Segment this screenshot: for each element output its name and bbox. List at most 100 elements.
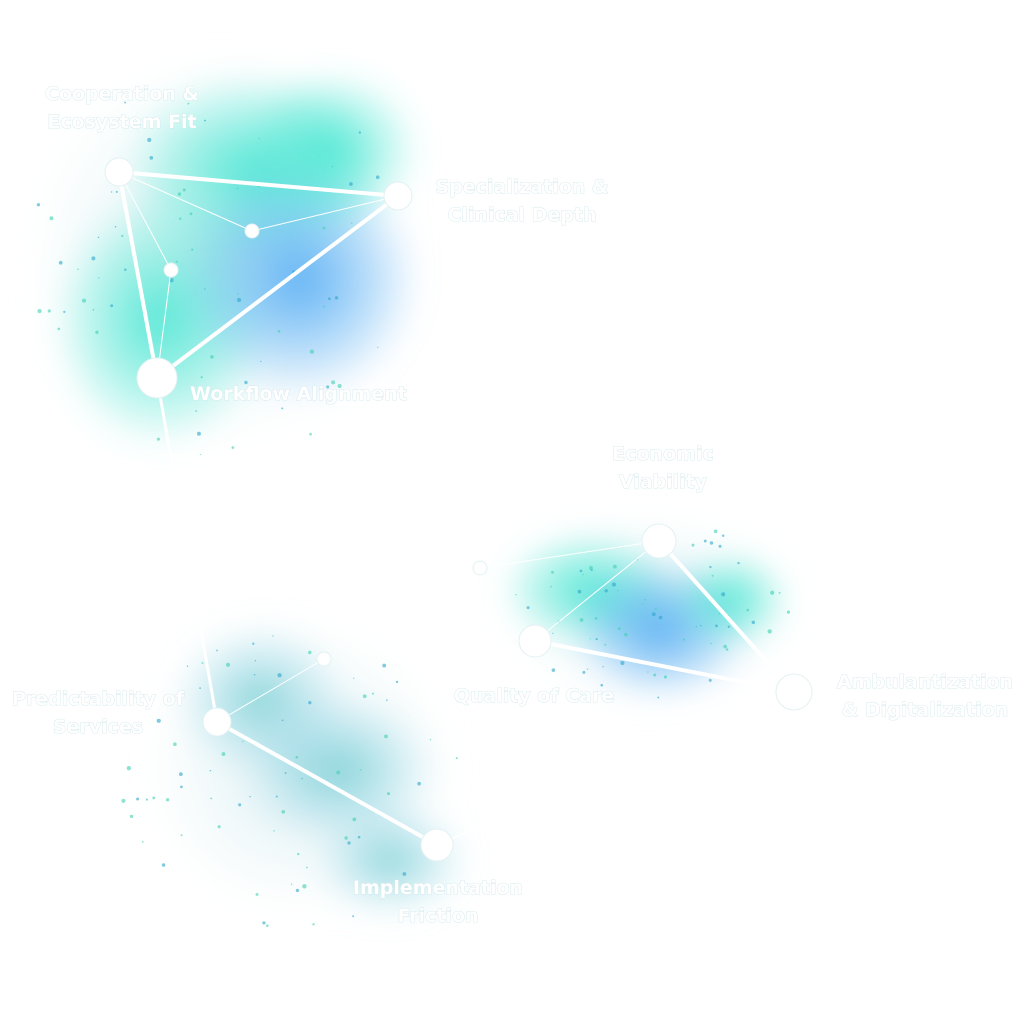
edge (155, 376, 219, 724)
star (161, 863, 166, 867)
star (91, 256, 96, 261)
star (351, 222, 353, 225)
node[interactable] (641, 523, 677, 559)
label-workflow: Workflow Alignment (190, 383, 407, 405)
star (344, 836, 348, 840)
star (275, 795, 278, 798)
star (201, 661, 204, 664)
node[interactable] (136, 357, 178, 399)
star (95, 330, 99, 334)
star (189, 212, 193, 216)
node[interactable] (163, 262, 179, 278)
star (778, 591, 781, 594)
star (169, 278, 174, 283)
star (718, 544, 722, 548)
star (429, 738, 432, 741)
label-line: Ambulantization (837, 671, 1013, 693)
edge (479, 540, 660, 569)
star (725, 648, 729, 651)
node[interactable] (316, 651, 332, 667)
star (110, 191, 113, 193)
edge (117, 170, 159, 380)
node[interactable] (518, 624, 552, 658)
star (156, 718, 161, 723)
node[interactable] (104, 157, 134, 187)
star (114, 225, 117, 228)
star (691, 543, 695, 547)
star (322, 226, 326, 230)
star (236, 187, 239, 190)
label-line: Ecosystem Fit (47, 111, 196, 133)
edge (118, 171, 172, 271)
star (395, 680, 399, 684)
star (290, 883, 293, 885)
label-line: Clinical Depth (447, 204, 596, 226)
star (308, 701, 312, 705)
label-line: Specialization & (435, 176, 608, 198)
star (336, 770, 341, 775)
star (81, 298, 87, 303)
star (309, 432, 312, 436)
star (308, 650, 312, 655)
star (727, 625, 730, 628)
star (611, 582, 616, 587)
star (579, 569, 583, 573)
star (126, 766, 131, 771)
star (306, 866, 308, 869)
star (36, 203, 41, 207)
star (695, 625, 698, 628)
star (252, 642, 255, 645)
star (331, 165, 334, 168)
node[interactable] (472, 560, 488, 576)
label-line: Cooperation & (45, 83, 199, 105)
star (353, 677, 355, 679)
star (586, 668, 589, 670)
star (309, 349, 315, 354)
node[interactable] (202, 707, 232, 737)
star (182, 188, 186, 192)
star (121, 234, 124, 238)
nodes (104, 157, 813, 862)
star (651, 612, 656, 617)
star (277, 673, 282, 678)
star (654, 607, 657, 610)
star (386, 699, 388, 702)
star (145, 798, 148, 801)
star (700, 624, 702, 627)
nebula-cloud (310, 800, 470, 920)
star (249, 795, 251, 798)
star (258, 137, 261, 140)
node[interactable] (775, 673, 813, 711)
star (147, 137, 152, 142)
star (786, 610, 791, 614)
star (149, 156, 154, 160)
star (37, 309, 42, 314)
star (589, 638, 591, 640)
star (196, 431, 201, 436)
node[interactable] (420, 828, 454, 862)
label-line: Economic (612, 443, 713, 465)
node[interactable] (383, 181, 413, 211)
star (92, 309, 95, 311)
star (358, 131, 362, 134)
star (582, 670, 586, 674)
star (237, 292, 239, 295)
label-line: Predictability of (12, 688, 185, 710)
star (718, 612, 720, 615)
star (281, 719, 284, 722)
label-specialization: Specialization & Clinical Depth (435, 176, 608, 226)
star (751, 620, 756, 625)
star (352, 915, 355, 918)
star (98, 277, 100, 279)
star (620, 661, 625, 666)
star (551, 668, 556, 672)
node[interactable] (244, 223, 260, 239)
star (721, 592, 726, 597)
star (124, 268, 127, 271)
star (195, 410, 197, 412)
star (746, 608, 750, 612)
